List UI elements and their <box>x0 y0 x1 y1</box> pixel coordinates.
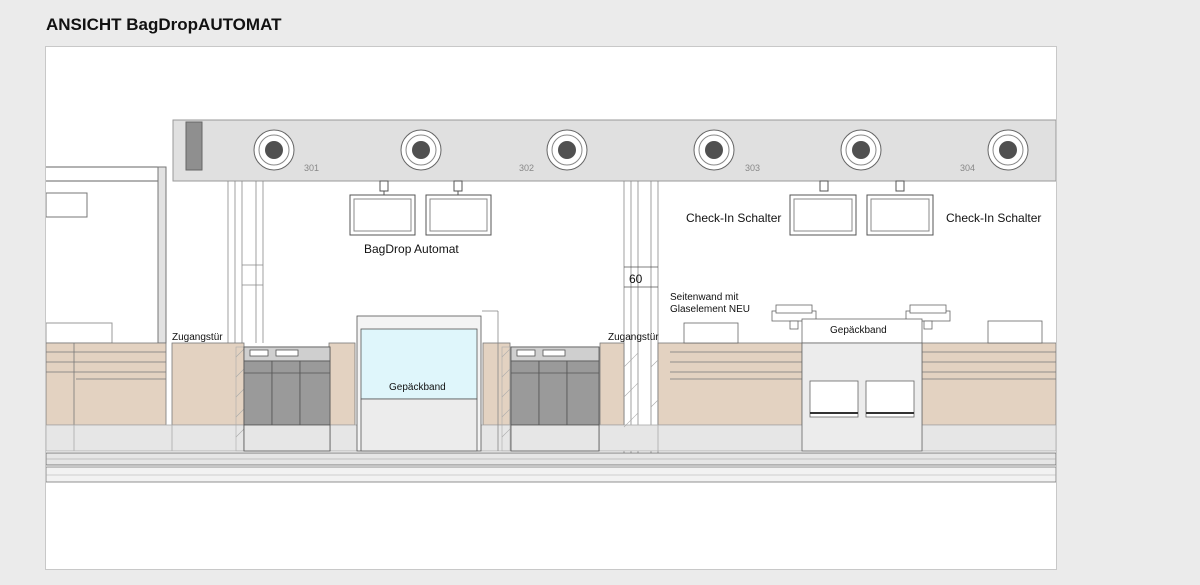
dimension-60: 60 <box>629 272 643 286</box>
floor-slab <box>46 452 1056 483</box>
column-right <box>623 181 659 457</box>
bagdrop-machine-2 <box>510 346 600 452</box>
speaker-304-icon <box>987 129 1029 171</box>
door-hatch-right <box>501 346 511 452</box>
label-checkin-right: Check-In Schalter <box>946 211 1041 225</box>
monitors-bagdrop <box>349 180 492 236</box>
label-gepaeckband-right: Gepäckband <box>830 325 887 336</box>
bagdrop-machine-1 <box>243 346 331 452</box>
label-gepaeckband-center: Gepäckband <box>389 382 446 393</box>
label-zugangstuer-left: Zugangstür <box>172 332 223 343</box>
checkin-scale-right <box>905 304 1043 344</box>
speaker-4-icon <box>693 129 735 171</box>
page-title: ANSICHT BagDropAUTOMAT <box>46 15 282 34</box>
zone-number-303: 303 <box>745 163 760 173</box>
label-seitenwand-1: Seitenwand mit <box>670 292 739 303</box>
label-seitenwand-2: Glaselement NEU <box>670 304 750 315</box>
speaker-302-icon <box>546 129 588 171</box>
speaker-301-icon <box>253 129 295 171</box>
counter-beige-panels <box>46 342 1056 426</box>
column-left <box>227 181 264 343</box>
gepaeckband-glass <box>356 310 499 452</box>
zone-number-302: 302 <box>519 163 534 173</box>
elevation-drawing: 301 302 303 304 BagDrop Autom <box>46 119 1056 483</box>
zone-number-301: 301 <box>304 163 319 173</box>
label-zugangstuer-right: Zugangstür <box>608 332 659 343</box>
label-bagdrop-automat: BagDrop Automat <box>364 242 459 256</box>
label-checkin-left: Check-In Schalter <box>686 211 781 225</box>
ceiling-beam <box>172 119 1056 182</box>
drawing-frame: 301 302 303 304 BagDrop Autom <box>45 46 1057 570</box>
dimension-marker: 60 <box>624 266 658 288</box>
gepaeckband-desk <box>801 318 923 452</box>
zone-number-304: 304 <box>960 163 975 173</box>
monitors-checkin <box>789 180 934 236</box>
checkin-scale-left <box>683 304 817 344</box>
column-door-hatch <box>623 352 659 428</box>
speaker-303-icon <box>840 129 882 171</box>
speaker-2-icon <box>400 129 442 171</box>
left-wall-element <box>46 166 167 344</box>
